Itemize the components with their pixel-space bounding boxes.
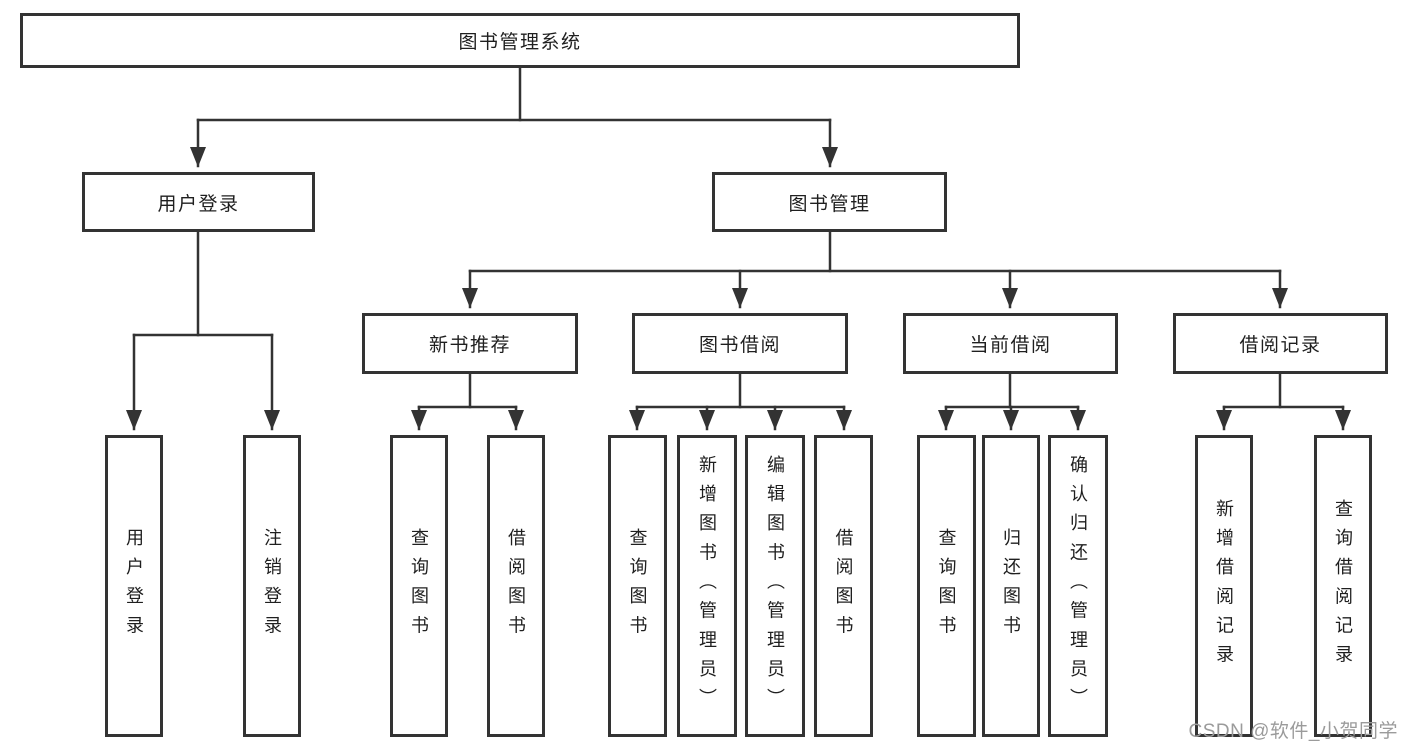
leaf-borrow-add-books-admin-label: 新增图书（管理员） <box>697 454 717 718</box>
leaf-user-login-label: 用户登录 <box>124 527 144 645</box>
node-user-login-label: 用户登录 <box>157 193 240 215</box>
node-user-login: 用户登录 <box>82 172 315 232</box>
leaf-borrow-query-books-label: 查询图书 <box>627 527 648 645</box>
leaf-rec-borrow-books-label: 借阅图书 <box>506 527 526 645</box>
leaf-rec-borrow-books: 借阅图书 <box>487 435 545 737</box>
leaf-borrow-edit-books-admin: 编辑图书（管理员） <box>745 435 805 737</box>
leaf-borrow-borrow-books: 借阅图书 <box>814 435 873 737</box>
leaf-user-login: 用户登录 <box>105 435 163 737</box>
leaf-records-query-record-label: 查询借阅记录 <box>1333 498 1353 674</box>
leaf-records-add-record-label: 新增借阅记录 <box>1214 498 1234 674</box>
leaf-current-query-books: 查询图书 <box>917 435 976 737</box>
leaf-current-confirm-return-admin-label: 确认归还（管理员） <box>1068 454 1088 718</box>
leaf-records-query-record: 查询借阅记录 <box>1314 435 1372 737</box>
csdn-watermark: CSDN @软件_小贺同学 <box>1188 721 1398 742</box>
node-book-borrow-label: 图书借阅 <box>698 335 781 356</box>
leaf-logout-label: 注销登录 <box>262 527 282 645</box>
node-new-book-recommend-label: 新书推荐 <box>428 335 511 356</box>
leaf-current-return-books: 归还图书 <box>982 435 1040 737</box>
leaf-logout: 注销登录 <box>243 435 301 737</box>
node-book-borrow: 图书借阅 <box>632 313 848 374</box>
node-current-borrow-label: 当前借阅 <box>969 335 1052 356</box>
node-root-system-label: 图书管理系统 <box>458 32 582 53</box>
leaf-current-return-books-label: 归还图书 <box>1001 527 1021 645</box>
leaf-borrow-borrow-books-label: 借阅图书 <box>833 527 854 645</box>
leaf-borrow-edit-books-admin-label: 编辑图书（管理员） <box>765 454 785 718</box>
node-borrow-records-label: 借阅记录 <box>1239 335 1322 356</box>
node-root-system: 图书管理系统 <box>20 13 1020 68</box>
leaf-borrow-add-books-admin: 新增图书（管理员） <box>677 435 737 737</box>
leaf-current-confirm-return-admin: 确认归还（管理员） <box>1048 435 1108 737</box>
leaf-rec-query-books-label: 查询图书 <box>409 527 429 645</box>
node-book-management: 图书管理 <box>712 172 947 232</box>
node-current-borrow: 当前借阅 <box>903 313 1118 374</box>
node-new-book-recommend: 新书推荐 <box>362 313 578 374</box>
node-book-management-label: 图书管理 <box>788 193 871 215</box>
leaf-rec-query-books: 查询图书 <box>390 435 448 737</box>
leaf-records-add-record: 新增借阅记录 <box>1195 435 1253 737</box>
node-borrow-records: 借阅记录 <box>1173 313 1388 374</box>
leaf-borrow-query-books: 查询图书 <box>608 435 667 737</box>
leaf-current-query-books-label: 查询图书 <box>936 527 957 645</box>
